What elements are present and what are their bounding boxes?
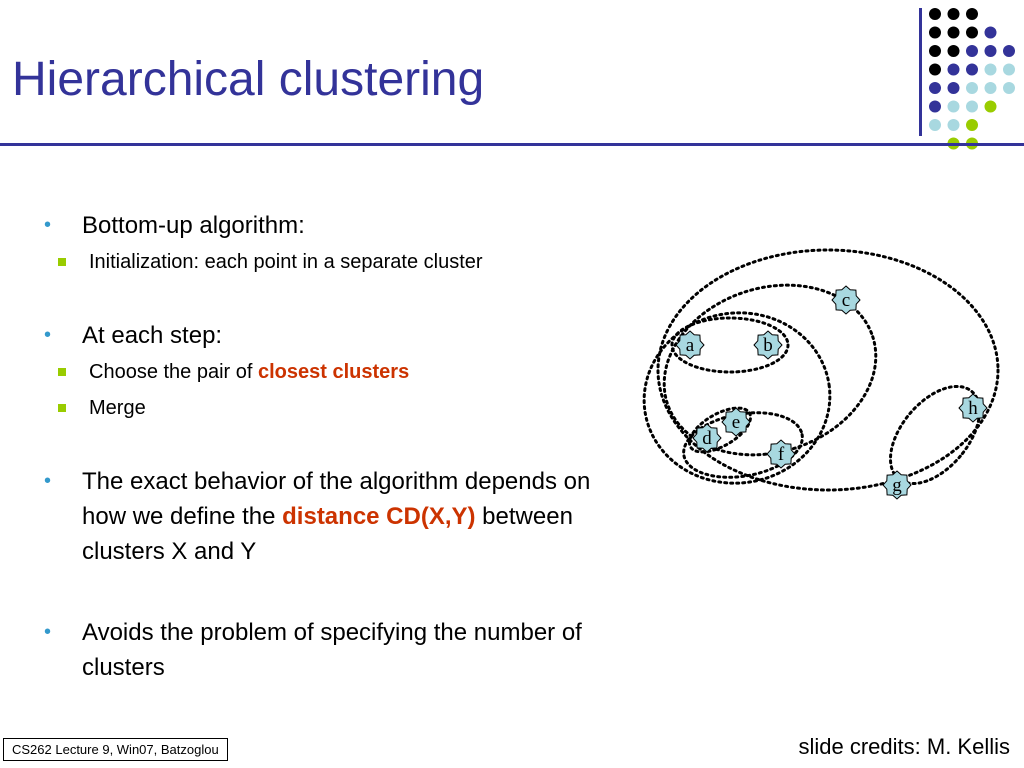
point-star-marker [831,285,861,315]
highlight-distance: distance CD(X,Y) [282,503,476,530]
title-underline [0,143,1024,146]
decorative-dot [947,119,960,131]
cluster-ab [670,316,790,374]
point-c: c [831,285,861,315]
decorative-dot [984,82,997,94]
slide-credits: slide credits: M. Kellis [798,734,1010,759]
bullet-text: The exact behavior of the algorithm depe… [82,468,591,530]
point-e: e [721,407,751,437]
decorative-dot [966,63,978,76]
decorative-dot [984,45,997,57]
decorative-dot [929,100,941,113]
point-star-marker [692,423,722,453]
bullet-item: • Bottom-up algorithm: [44,208,644,243]
decorative-dot [1003,63,1015,76]
point-label: a [686,335,695,356]
decorative-dot [947,63,960,76]
point-star-marker [753,330,783,360]
subbullet-item: Merge [6,393,644,423]
decorative-dot [929,63,941,76]
decorative-dot [929,45,941,57]
point-star-marker [721,407,751,437]
bullet-text: At each step: [82,322,223,349]
point-label: g [892,475,902,496]
bullet-item: • At each step: [44,318,644,353]
clustering-diagram: a b c de f g h [642,248,1000,500]
bullet-marker: • [44,324,52,346]
point-star-marker [882,470,912,500]
point-label: c [842,290,850,311]
bullet-list: • Bottom-up algorithm: Initialization: e… [44,208,644,685]
subbullet-item: Initialization: each point in a separate… [6,247,644,277]
point-label: e [732,412,740,433]
decorative-dot-grid [929,8,1015,150]
decorative-dot [966,119,978,131]
cluster-outer-all [656,248,1000,492]
point-h: h [958,393,988,423]
decorative-dot [966,100,978,113]
decorative-dot [966,26,978,39]
subbullet-text: Choose the pair of [89,361,258,383]
point-g: g [882,470,912,500]
subbullet-marker [58,368,66,376]
decorative-dot [929,8,941,20]
decorative-dot [984,63,997,76]
decorative-dot [947,8,960,20]
bullet-text: Avoids the problem of specifying the num… [82,619,582,681]
decorative-dot [947,45,960,57]
bullet-text: Bottom-up algorithm: [82,212,305,239]
point-b: b [753,330,783,360]
point-label: b [763,335,773,356]
highlight-closest-clusters: closest clusters [258,361,410,383]
point-label: d [702,428,712,449]
bullet-marker: • [44,214,52,236]
point-label: h [968,398,978,419]
decorative-dot [984,100,997,113]
decorative-dot [984,26,997,39]
decorative-dot [929,82,941,94]
decorative-dot [929,26,941,39]
slide-title: Hierarchical clustering [12,53,485,106]
decorative-dot [947,100,960,113]
cluster-abdef [642,311,832,485]
cluster-de [687,406,753,454]
bullet-text-tail: between clusters X and Y [82,503,573,565]
decorative-dot [966,45,978,57]
decorative-dot [1003,45,1015,57]
bullet-item: • The exact behavior of the algorithm de… [44,464,602,569]
point-f: f [766,439,796,469]
point-star-marker [675,330,705,360]
decorative-dot [929,119,941,131]
bullet-marker: • [44,470,52,492]
bullet-marker: • [44,621,52,643]
decorative-dot [947,82,960,94]
decorative-dot [1003,82,1015,94]
cluster-def [682,411,804,479]
subbullet-marker [58,258,66,266]
course-footer: CS262 Lecture 9, Win07, Batzoglou [3,738,228,761]
decorative-dot [947,26,960,39]
bullet-item: • Avoids the problem of specifying the n… [44,615,602,685]
decorative-vertical-rule [919,8,922,136]
decorative-dot [966,8,978,20]
point-d: d [692,423,722,453]
subbullet-text: Initialization: each point in a separate… [89,251,483,273]
point-star-marker [766,439,796,469]
subbullet-text: Merge [89,397,146,419]
subbullet-item: Choose the pair of closest clusters [6,357,644,387]
point-star-marker [958,393,988,423]
cluster-abcdef [662,283,878,457]
subbullet-marker [58,404,66,412]
point-a: a [675,330,705,360]
decorative-dot [966,82,978,94]
point-label: f [778,444,785,465]
